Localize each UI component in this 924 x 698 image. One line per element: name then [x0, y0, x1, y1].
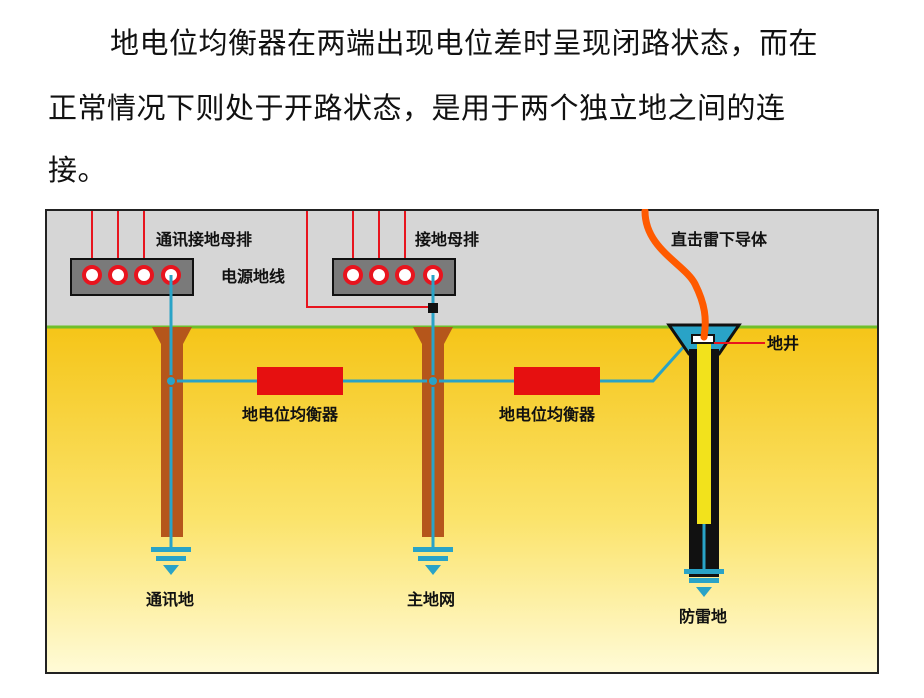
equalizer-left	[257, 367, 343, 395]
soil-area	[45, 327, 879, 674]
power-ground-junction	[428, 303, 438, 313]
paragraph-line-3: 接。	[48, 153, 108, 187]
ground-busbar-terminals	[343, 265, 443, 285]
lightning-down-conductor	[641, 209, 709, 341]
label-comm-ground: 通讯地	[146, 590, 194, 609]
ground-well	[666, 323, 765, 577]
label-comm-busbar: 通讯接地母排	[156, 230, 252, 249]
main-ground-symbol	[413, 547, 453, 575]
label-equalizer-left: 地电位均衡器	[242, 405, 339, 424]
equalizer-right	[514, 367, 600, 395]
label-equalizer-right: 地电位均衡器	[499, 405, 596, 424]
label-ground-busbar: 接地母排	[415, 230, 479, 249]
label-power-ground-wire: 电源地线	[221, 267, 285, 286]
comm-junction	[165, 375, 177, 387]
label-lightning-conductor: 直击雷下导体	[671, 230, 768, 249]
vertical-ground-wires	[169, 275, 435, 547]
label-lightning-ground: 防雷地	[679, 607, 727, 626]
paragraph-line-1: 地电位均衡器在两端出现电位差时呈现闭路状态，而在	[110, 26, 819, 60]
comm-ground-symbol	[151, 547, 191, 575]
power-ground-wire	[306, 211, 433, 308]
grounding-diagram: 通讯接地母排 电源地线 接地母排 直击雷下导体 地井 地电位均衡器 地电位均衡器…	[45, 209, 879, 674]
label-main-ground: 主地网	[407, 590, 455, 609]
paragraph-line-2: 正常情况下则处于开路状态，是用于两个独立地之间的连	[48, 91, 786, 125]
figure-border	[45, 209, 879, 674]
main-junction	[427, 375, 439, 387]
lightning-ground-symbol	[684, 569, 724, 597]
label-ground-well: 地井	[767, 334, 799, 353]
